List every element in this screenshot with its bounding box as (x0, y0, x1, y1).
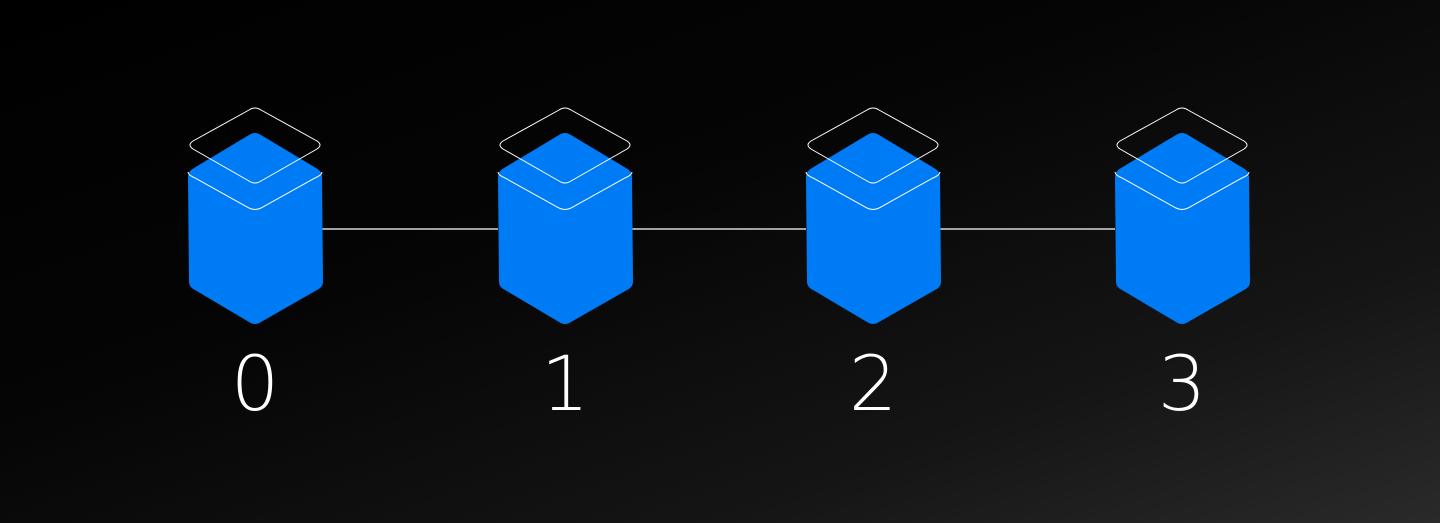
layer-outline-icon (1116, 107, 1248, 184)
block-body (498, 133, 633, 324)
block-body (1115, 133, 1250, 324)
layer-outline-icon (807, 107, 939, 184)
block-1 (497, 107, 633, 324)
block-label: 3 (1158, 339, 1206, 428)
block-label: 0 (231, 339, 279, 428)
block-label: 2 (849, 339, 897, 428)
block-top-edge (187, 171, 323, 210)
block-top-edge (497, 171, 633, 210)
block-top-edge (1114, 171, 1250, 210)
block-3 (1114, 107, 1250, 324)
block-body (188, 133, 323, 324)
block-body (806, 133, 941, 324)
block-top-edge (805, 171, 941, 210)
block-label: 1 (541, 339, 589, 428)
layer-outline-icon (189, 107, 321, 184)
layer-outline-icon (499, 107, 631, 184)
block-0 (187, 107, 323, 324)
block-2 (805, 107, 941, 324)
